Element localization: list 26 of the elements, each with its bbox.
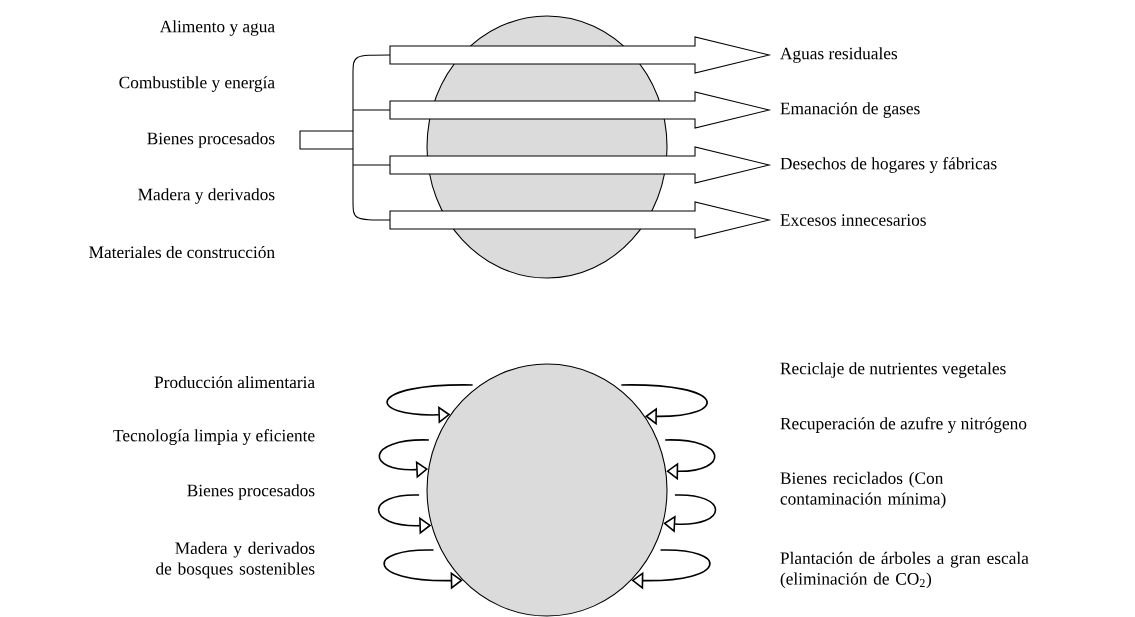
output-label: Desechos de hogares y fábricas (780, 157, 997, 173)
block-arrow (389, 201, 772, 239)
text-label: Bienes procesados (147, 132, 275, 148)
text-label: Producción alimentaria (154, 375, 315, 389)
text-label: Madera y derivados de bosques sostenibles (156, 541, 315, 579)
text-label: Bienes procesados (187, 484, 315, 500)
curved-arrow (663, 494, 717, 533)
text-label: Recuperación de azufre y nitrógeno (780, 417, 1027, 433)
text-label: Madera y derivados (138, 188, 275, 204)
text-label: Materiales de construcción (89, 245, 275, 259)
text-label: Reciclaje de nutrientes vegetales (780, 362, 1006, 378)
curved-arrow (631, 549, 711, 590)
curved-arrow (664, 439, 716, 481)
output-label: Aguas residuales (780, 47, 898, 63)
block-arrow (389, 91, 772, 129)
text-label: Plantación de árboles a gran escala (eliminación de CO$_{2}$) (780, 551, 1029, 589)
curved-arrow (620, 384, 708, 426)
text-label: Bienes reciclados (Con contaminación mínima) (780, 471, 946, 509)
circle-shape (426, 363, 668, 617)
block-arrow (389, 36, 772, 74)
text-label: Combustible y energía (119, 76, 275, 92)
output-label: Emanación de gases (780, 102, 920, 118)
text-label: Alimento y agua (159, 20, 275, 36)
text-label: Tecnología limpia y eficiente (113, 429, 315, 445)
output-label: Excesos innecesarios (780, 214, 926, 226)
block-arrow (389, 146, 772, 184)
